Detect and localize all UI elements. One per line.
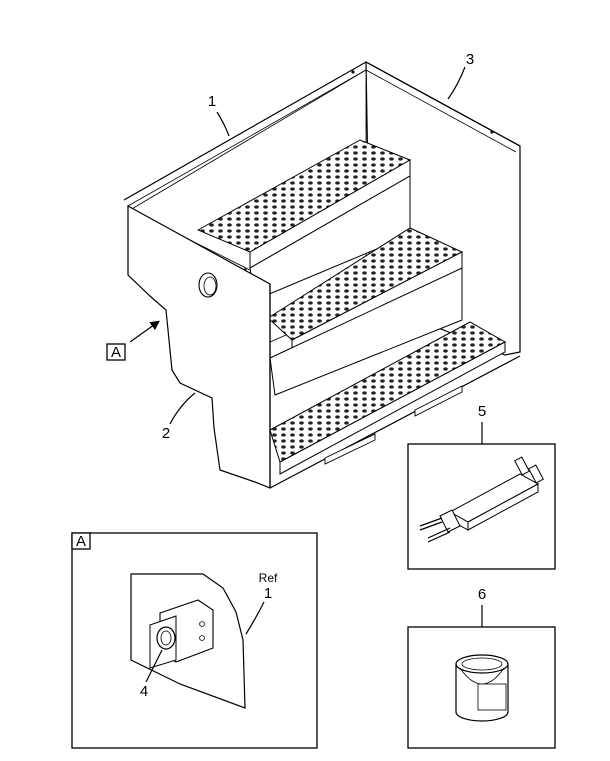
detail-side-panel	[130, 573, 246, 709]
detail-view-a-label: A	[76, 533, 86, 550]
callout-item6: 6	[478, 586, 486, 603]
view-a-ref-label: A	[111, 344, 121, 361]
callout-ref-item1: 1	[264, 585, 272, 602]
adhesive-cartridge	[419, 456, 544, 543]
paint-can	[455, 654, 509, 722]
detail-view-a-tag	[71, 532, 91, 550]
ref-text: Ref	[259, 571, 278, 585]
leader-item4	[145, 649, 163, 683]
leader-item3	[447, 66, 466, 100]
callout-item5: 5	[478, 403, 486, 420]
callout-item2: 2	[162, 425, 170, 442]
step-assembly	[123, 60, 521, 489]
view-a-ref-box	[106, 343, 126, 361]
callout-item4: 4	[140, 683, 148, 700]
detail-view-a-box	[71, 532, 318, 749]
leader-ref-item1	[245, 601, 265, 635]
view-a-arrow	[129, 320, 160, 343]
leader-item1	[216, 111, 230, 137]
leader-item2	[169, 392, 196, 425]
callout-item1: 1	[208, 93, 216, 110]
callout-item3: 3	[466, 51, 474, 68]
